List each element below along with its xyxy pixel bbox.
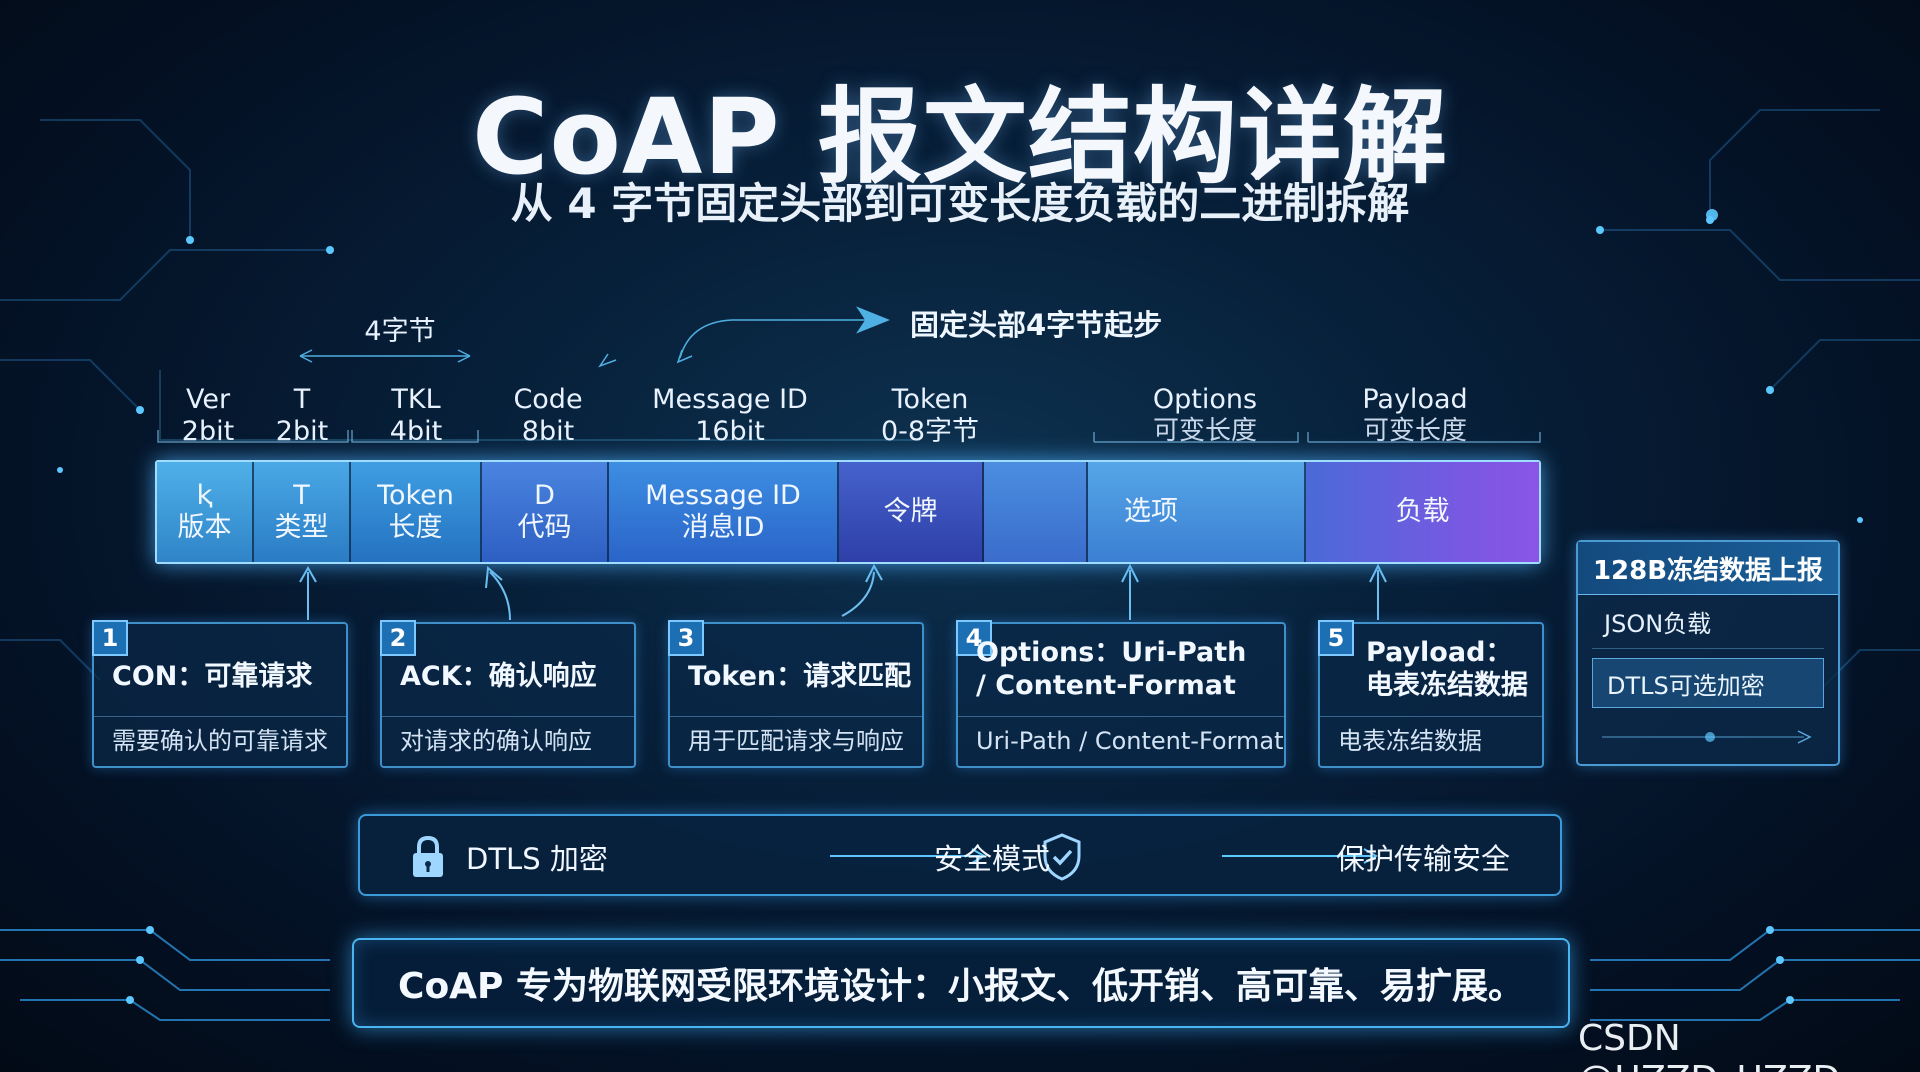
info-card-payload: 5 Payload：电表冻结数据 电表冻结数据 — [1318, 620, 1544, 768]
flow-arrow-2 — [1222, 848, 1378, 864]
info-card-con: 1 CON：可靠请求 需要确认的可靠请求 — [92, 620, 348, 768]
progress-arrow — [1602, 730, 1812, 744]
dtls-flow-step3: 保护传输安全 — [1336, 842, 1511, 876]
dtls-flow-step1: DTLS 加密 — [466, 842, 608, 876]
fixed-header-callout: 固定头部4字节起步 — [910, 308, 1163, 342]
watermark: CSDN @HZZD_HZZD — [1578, 1018, 1840, 1072]
flow-arrow-1 — [830, 848, 986, 864]
summary-banner: CoAP 专为物联网受限环境设计：小报文、低开销、高可靠、易扩展。 — [352, 938, 1570, 1028]
info-card-ack: 2 ACK：确认响应 对请求的确认响应 — [380, 620, 636, 768]
dtls-flow-bar: DTLS 加密 安全模式 保护传输安全 — [358, 814, 1562, 896]
shield-check-icon — [1043, 833, 1081, 881]
info-card-options: 4 Options：Uri-Path/ Content-Format Uri-P… — [956, 620, 1286, 768]
dtls-flow-step2: 安全模式 — [934, 842, 1051, 876]
page-subtitle: 从 4 字节固定头部到可变长度负载的二进制拆解 — [510, 179, 1410, 228]
segment-options: 选项 — [1088, 462, 1306, 562]
lock-icon — [413, 835, 443, 877]
json-payload-row: JSON负载 — [1604, 610, 1712, 638]
page-title: CoAP 报文结构详解 — [472, 76, 1448, 198]
dtls-optional-row: DTLS可选加密 — [1592, 658, 1824, 708]
frozen-data-panel: 128B冻结数据上报 JSON负载 DTLS可选加密 — [1576, 540, 1840, 766]
info-card-token: 3 Token：请求匹配 用于匹配请求与响应 — [668, 620, 924, 768]
frozen-data-panel-title: 128B冻结数据上报 — [1578, 542, 1838, 595]
bytes-annotation: 4字节 — [364, 316, 436, 347]
segment-token: 令牌 — [839, 462, 984, 562]
packet-bar — [155, 460, 1541, 564]
segment-token-extra — [984, 462, 1088, 562]
segment-payload: 负载 — [1306, 462, 1539, 562]
